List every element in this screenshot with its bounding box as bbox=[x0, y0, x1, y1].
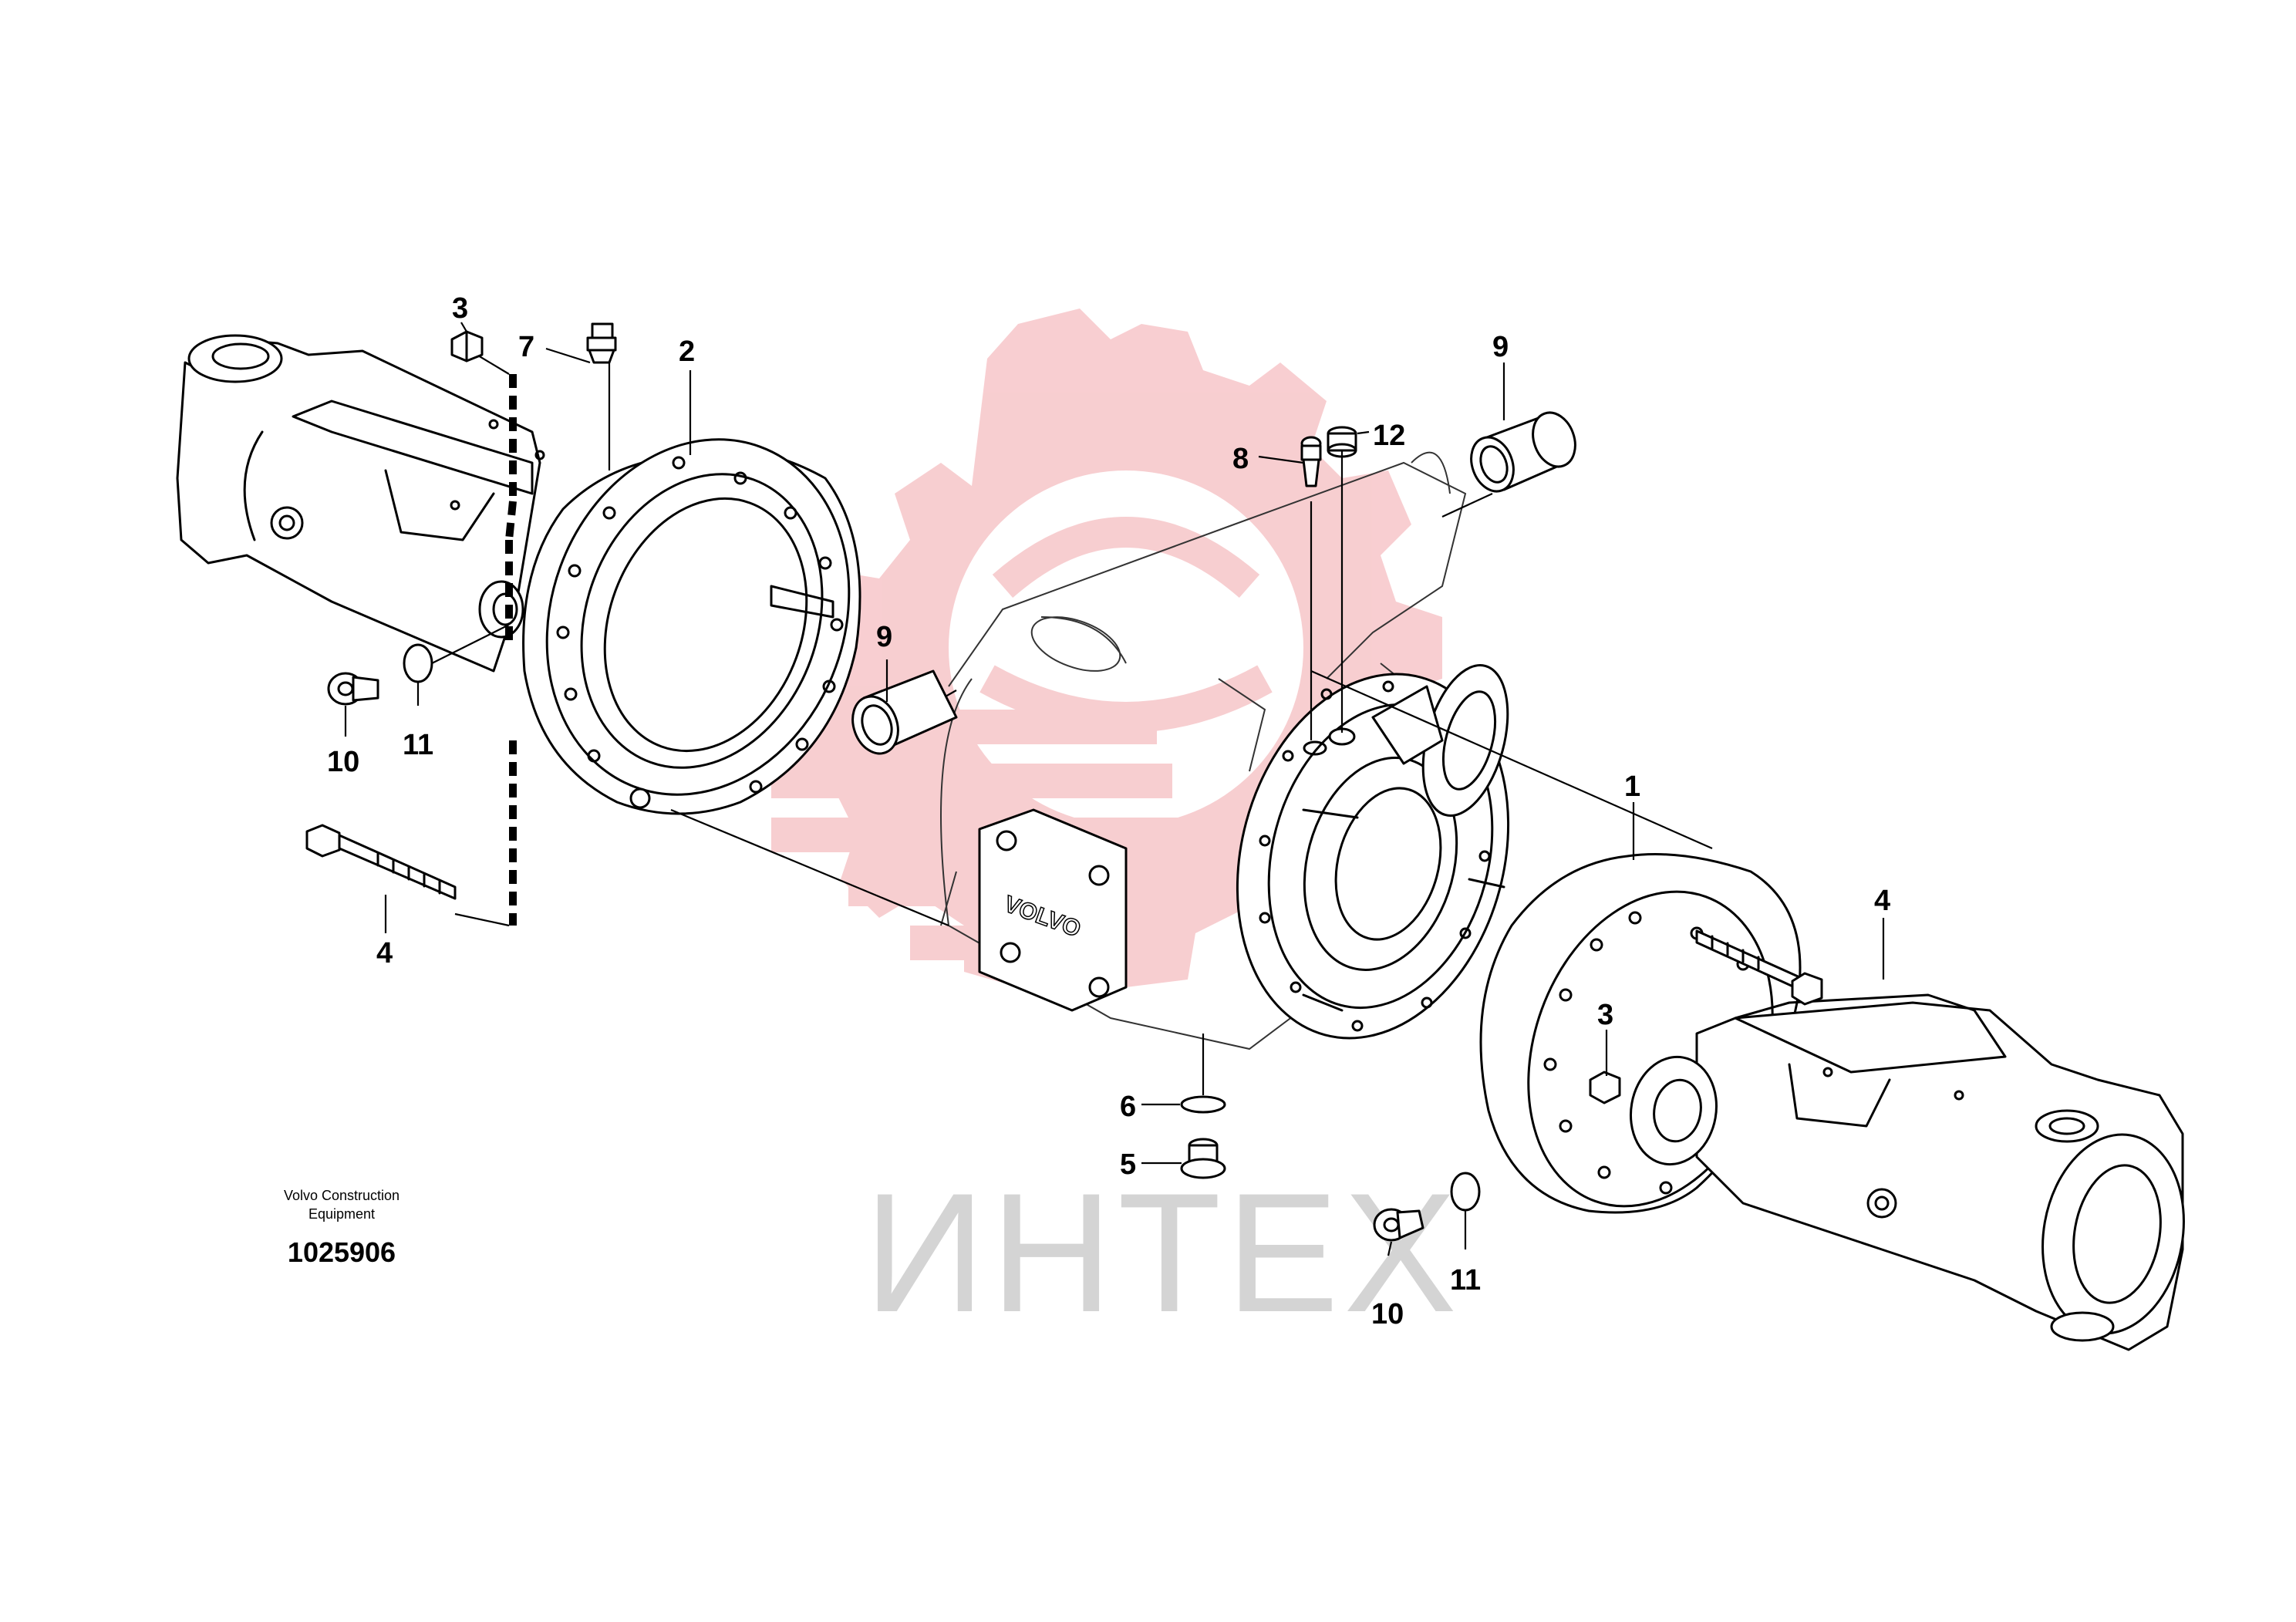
watermark-text: ИНТЕХ bbox=[864, 1158, 1462, 1347]
bushing-right bbox=[1470, 411, 1576, 493]
callout-labels: 3 7 2 8 12 9 9 10 11 4 1 4 3 10 11 6 5 bbox=[327, 292, 1890, 1330]
callout-3-left: 3 bbox=[452, 292, 468, 325]
callout-5: 5 bbox=[1120, 1148, 1136, 1181]
callout-3-right: 3 bbox=[1597, 999, 1613, 1031]
drain-plug-right bbox=[1373, 1208, 1424, 1242]
ring-flange-bolt-holes bbox=[556, 456, 844, 794]
cover-plate: VOLVO bbox=[978, 808, 1128, 1012]
nut-right bbox=[1589, 1071, 1621, 1104]
caption-line2: Equipment bbox=[308, 1206, 375, 1222]
callout-9-right: 9 bbox=[1492, 331, 1509, 363]
right-axle-housing bbox=[1629, 993, 2185, 1351]
drawing-number: 1025906 bbox=[288, 1236, 396, 1268]
differential-housing: VOLVO bbox=[940, 451, 1510, 1050]
left-axle-housing bbox=[176, 334, 545, 673]
grease-nipple bbox=[1300, 436, 1322, 487]
break-line bbox=[505, 374, 517, 926]
caption-line1: Volvo Construction bbox=[284, 1188, 400, 1203]
ring-flange bbox=[522, 438, 861, 815]
callout-10-right: 10 bbox=[1371, 1298, 1404, 1330]
drain-plug-bottom bbox=[1180, 1138, 1226, 1179]
callout-4-right: 4 bbox=[1874, 885, 1890, 917]
watermark-gear-logo bbox=[771, 309, 1442, 987]
seal-ring-left bbox=[403, 643, 433, 683]
long-bolt-right bbox=[1695, 929, 1823, 1006]
caption-block: Volvo Construction Equipment 1025906 bbox=[284, 1188, 400, 1268]
callout-2: 2 bbox=[679, 336, 695, 368]
breather-fitting bbox=[586, 322, 617, 364]
callout-11-left: 11 bbox=[403, 729, 433, 761]
nut-left bbox=[450, 330, 484, 363]
seal-ring-right bbox=[1450, 1172, 1481, 1212]
callout-6: 6 bbox=[1120, 1091, 1136, 1123]
drain-plug-left bbox=[327, 672, 379, 706]
callout-8: 8 bbox=[1232, 443, 1249, 475]
callout-12: 12 bbox=[1373, 420, 1405, 452]
o-ring bbox=[1180, 1095, 1226, 1114]
plug-top bbox=[1327, 426, 1357, 458]
callout-11-right: 11 bbox=[1450, 1264, 1481, 1297]
callout-1: 1 bbox=[1624, 771, 1640, 803]
callout-10-left: 10 bbox=[327, 746, 359, 778]
long-bolt-left bbox=[305, 824, 457, 900]
callout-7: 7 bbox=[518, 331, 534, 363]
callout-4-left: 4 bbox=[376, 937, 393, 969]
callout-leaders bbox=[344, 322, 1885, 1256]
callout-9-left: 9 bbox=[876, 621, 892, 653]
